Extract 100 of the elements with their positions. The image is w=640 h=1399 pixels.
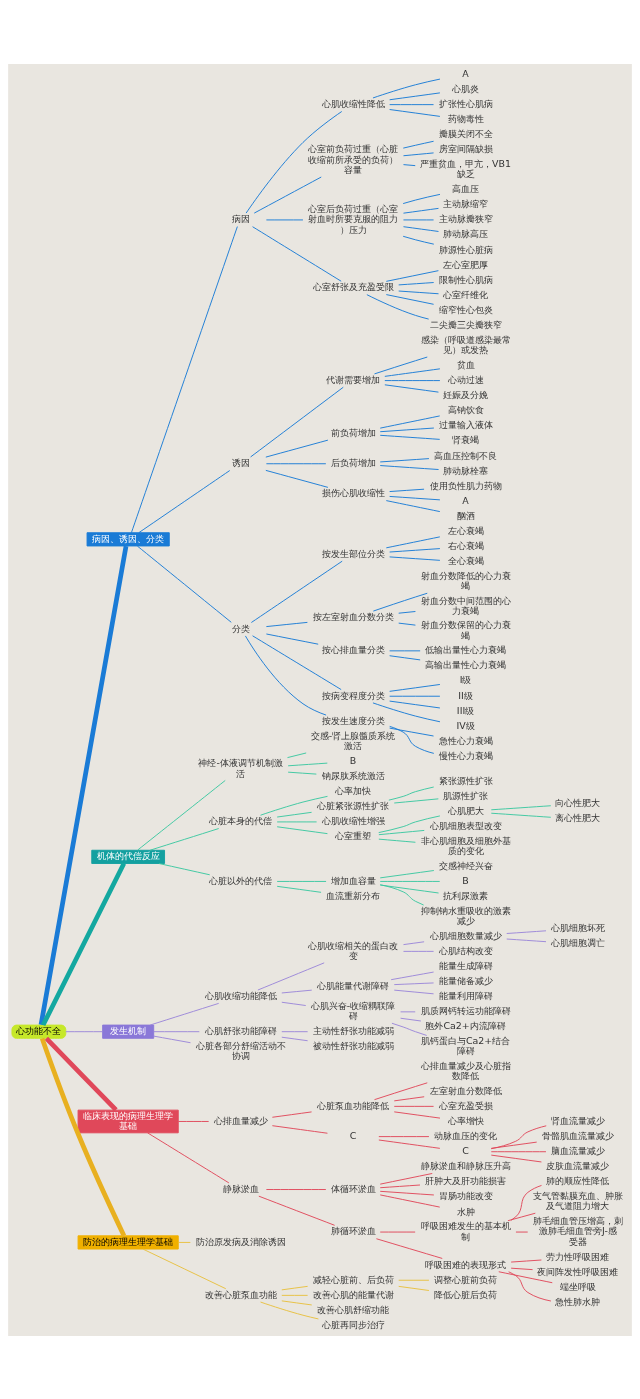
node-text: 向心性肥大: [555, 796, 601, 808]
node-text: 交感神经兴奋: [438, 859, 493, 871]
node-text: 肺循环淤血: [330, 1224, 376, 1236]
connector: [510, 1259, 542, 1263]
connector: [393, 1110, 441, 1119]
node-box: 病因、诱因、分类: [86, 531, 170, 546]
node-text: 减轻心脏前、后负荷: [312, 1273, 394, 1285]
node-text: 心肌兴奋-收缩耦联障碍: [310, 999, 396, 1021]
connector: [137, 779, 226, 850]
node-text: 心脏再同步治疗: [321, 1318, 385, 1330]
node-text: 水肿: [456, 1205, 475, 1217]
connector: [147, 1131, 230, 1183]
node-text: 端坐呼吸: [559, 1280, 596, 1292]
connector: [265, 1188, 327, 1190]
node-text: 射血分数降低的心力衰竭: [420, 569, 511, 591]
node-text: 增加血容量: [330, 874, 376, 886]
node-text: 胃肠功能改变: [438, 1189, 493, 1201]
node-text: 劳力性呼吸困难: [546, 1250, 610, 1262]
connector: [403, 950, 435, 952]
node-text: B: [349, 754, 357, 766]
node-text: 使用负性肌力药物: [429, 479, 502, 491]
node-box: 发生机制: [102, 1024, 155, 1039]
node-text: 静脉淤血和静脉压升高: [420, 1159, 511, 1171]
connector: [398, 1285, 430, 1291]
connector: [385, 293, 435, 305]
connector: [379, 457, 430, 462]
connector: [276, 820, 318, 822]
node-text: 离心性肥大: [555, 811, 601, 823]
node-text: 皮肤血流量减少: [546, 1159, 610, 1171]
connector: [375, 1237, 443, 1259]
node-text: 心室充盈受损: [438, 1099, 493, 1111]
connector: [130, 225, 238, 533]
node-text: 心肌收缩功能降低: [204, 989, 277, 1001]
node-text: 损伤心肌收缩性: [321, 486, 385, 498]
node-text: 肺的顺应性降低: [546, 1174, 610, 1186]
node-text: 肌源性扩张: [443, 789, 489, 801]
connector: [178, 1120, 210, 1122]
node-text: 心肌收缩相关的蛋白改变: [308, 939, 399, 961]
connector: [281, 989, 313, 993]
node-text: 心率加快: [335, 784, 372, 796]
node-text: 急性肺水肿: [555, 1295, 601, 1307]
connector: [374, 1081, 428, 1100]
connector: [515, 1231, 529, 1233]
connector: [38, 545, 129, 1025]
connector: [265, 439, 329, 458]
connector: [265, 462, 327, 464]
connector: [490, 804, 552, 810]
connector: [389, 683, 441, 692]
node-text: 病因: [231, 212, 250, 224]
node-text: 交感-肾上腺髓质系统激活: [310, 729, 396, 751]
node-text: 心脏以外的代偿: [209, 874, 273, 886]
node-text: 前负荷增加: [330, 426, 376, 438]
connector: [379, 1190, 435, 1195]
connector: [250, 386, 344, 457]
node-text: 防治原发病及消除诱因: [195, 1235, 286, 1247]
connector: [142, 1248, 227, 1289]
node-text: 左心室肥厚: [443, 258, 489, 270]
connector: [403, 225, 439, 232]
node-text: 能量生成障碍: [438, 959, 493, 971]
connector: [378, 829, 425, 835]
node-text: 肌钙蛋白与Ca2+结合障碍: [420, 1034, 511, 1056]
node-text: 呼吸困难的表现形式: [425, 1257, 507, 1269]
connector: [498, 1270, 553, 1283]
node-text: 心肌细胞凋亡: [550, 936, 605, 948]
node-box: 机体的代偿反应: [91, 849, 165, 864]
connector: [138, 469, 231, 533]
connector: [39, 1037, 127, 1237]
connector: [379, 883, 425, 906]
node-text: 心排血量减少及心脏指数降低: [420, 1059, 511, 1081]
node-text: 主动脉缩窄: [443, 197, 489, 209]
connector: [271, 1110, 313, 1118]
node-text: 心肌细胞表型改变: [429, 819, 502, 831]
node-text: 妊娠及分娩: [443, 388, 489, 400]
node-text: 紧张源性扩张: [438, 774, 493, 786]
connector: [398, 1279, 430, 1281]
node-text: 心脏本身的代偿: [209, 814, 273, 826]
node-text: 心室后负荷过重（心室射血时所要克服的阻力）压力: [308, 202, 399, 235]
node-text: 肌质网钙转运功能障碍: [420, 1004, 511, 1016]
node-text: 限制性心肌病: [438, 273, 493, 285]
connector: [389, 555, 441, 561]
node-text: 主动性舒张功能减弱: [312, 1024, 394, 1036]
node-text: 夜间阵发性呼吸困难: [537, 1265, 619, 1277]
connector: [393, 797, 439, 803]
connector: [372, 701, 441, 722]
node-text: 全心衰竭: [447, 554, 484, 566]
connector: [398, 281, 435, 285]
node-text: 高输出量性心力衰竭: [425, 658, 507, 670]
node-text: 钠尿肽系统激活: [321, 769, 385, 781]
connector: [281, 1001, 307, 1006]
connector: [287, 752, 307, 758]
connector: [44, 1036, 118, 1112]
connector: [400, 1017, 422, 1021]
connector: [281, 1299, 313, 1305]
connector: [384, 383, 439, 393]
node-text: 心肌收缩性降低: [321, 97, 385, 109]
connector: [389, 91, 441, 100]
connector: [265, 469, 329, 488]
connector: [244, 634, 327, 716]
node-text: 严重贫血，甲亢，VB1缺乏: [420, 157, 511, 179]
connector: [379, 869, 435, 878]
